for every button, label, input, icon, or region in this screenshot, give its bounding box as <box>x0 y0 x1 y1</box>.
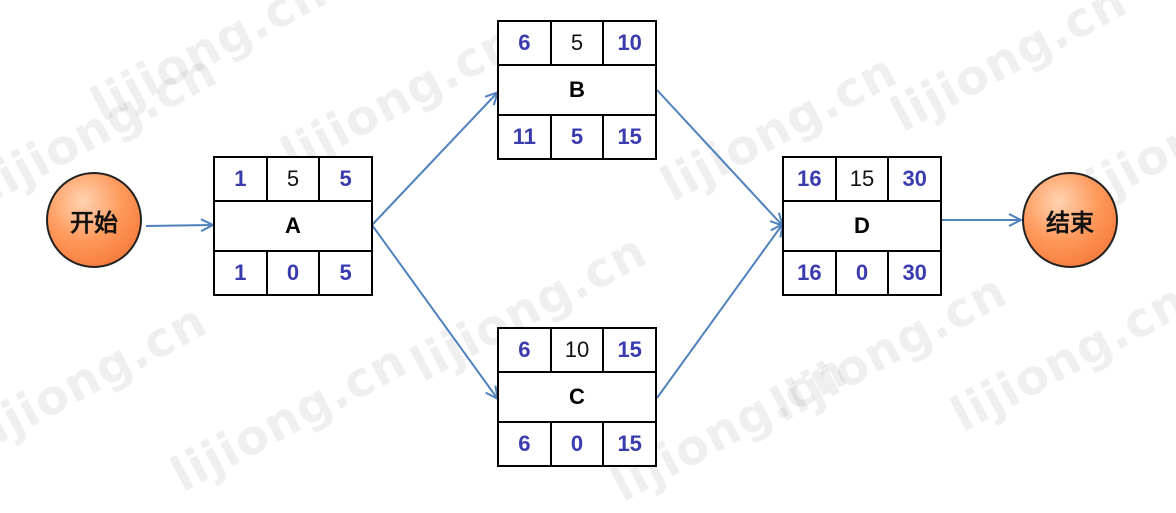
earliest-start: 6 <box>518 337 531 362</box>
edges-layer <box>145 89 1176 487</box>
activity-name: A <box>285 213 301 238</box>
total-float: 0 <box>834 252 888 294</box>
edge-c-d <box>656 225 782 399</box>
activity-node-b: 6 5 10 B 11 5 15 <box>497 20 657 160</box>
activity-node-c: 6 10 15 C 6 0 15 <box>497 327 657 467</box>
latest-finish: 15 <box>602 423 655 465</box>
activity-name: C <box>569 384 585 409</box>
start-node: 开始 <box>46 172 142 268</box>
latest-finish: 30 <box>887 252 940 294</box>
earliest-start: 16 <box>797 166 822 191</box>
latest-start: 11 <box>512 124 536 149</box>
earliest-start: 1 <box>234 166 247 191</box>
earliest-finish: 10 <box>602 22 655 64</box>
latest-start: 1 <box>234 260 247 285</box>
earliest-finish: 15 <box>602 329 655 371</box>
activity-node-d: 16 15 30 D 16 0 30 <box>782 156 942 296</box>
end-node: 结束 <box>1022 172 1118 268</box>
duration: 5 <box>549 22 603 64</box>
total-float: 0 <box>549 423 603 465</box>
activity-name: B <box>569 77 585 102</box>
latest-start: 16 <box>797 260 822 285</box>
total-float: 5 <box>549 116 603 158</box>
earliest-finish: 30 <box>887 158 940 200</box>
start-label: 开始 <box>70 208 118 237</box>
edge-a-b <box>371 93 497 226</box>
latest-finish: 15 <box>602 116 655 158</box>
latest-start: 6 <box>518 431 531 456</box>
earliest-start: 6 <box>518 30 531 55</box>
activity-name: D <box>854 213 870 238</box>
duration: 10 <box>549 329 603 371</box>
edge-a-c <box>371 224 497 398</box>
latest-finish: 5 <box>318 252 371 294</box>
edge-start-a <box>145 225 212 226</box>
earliest-finish: 5 <box>318 158 371 200</box>
end-label: 结束 <box>1046 208 1094 237</box>
activity-node-a: 1 5 5 A 1 0 5 <box>213 156 373 296</box>
total-float: 0 <box>265 252 319 294</box>
duration: 5 <box>265 158 319 200</box>
duration: 15 <box>834 158 888 200</box>
edge-b-d <box>656 89 782 225</box>
